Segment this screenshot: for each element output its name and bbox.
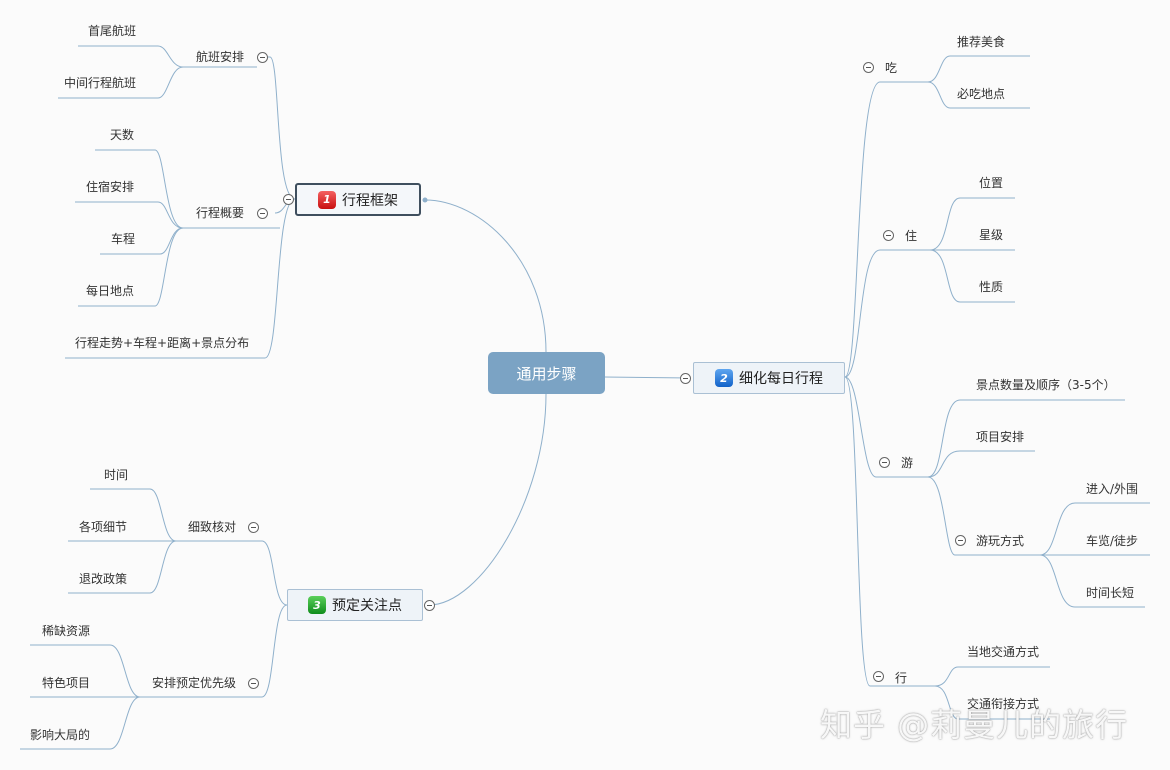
topic-tour[interactable]: 游 (901, 456, 914, 470)
central-topic-label: 通用步骤 (516, 364, 577, 383)
collapse-icon[interactable] (248, 678, 259, 689)
topic-drive-time[interactable]: 车程 (111, 232, 136, 246)
number-3-badge-icon: 3 (308, 596, 326, 614)
topic-itinerary-overview[interactable]: 行程概要 (196, 206, 245, 220)
topic-eat[interactable]: 吃 (885, 61, 898, 75)
collapse-icon[interactable] (424, 600, 435, 611)
branch-label: 细化每日行程 (739, 371, 823, 387)
topic-star-rating[interactable]: 星级 (979, 228, 1004, 242)
topic-attraction-order[interactable]: 景点数量及顺序（3-5个） (976, 378, 1116, 392)
topic-refund-policy[interactable]: 退改政策 (79, 572, 128, 586)
topic-flight-arrangement[interactable]: 航班安排 (196, 50, 245, 64)
collapse-icon[interactable] (257, 208, 268, 219)
collapse-icon[interactable] (257, 52, 268, 63)
central-topic[interactable]: 通用步骤 (488, 352, 605, 394)
topic-accommodation[interactable]: 住宿安排 (86, 180, 135, 194)
topic-property-type[interactable]: 性质 (979, 280, 1004, 294)
topic-transport[interactable]: 行 (895, 671, 908, 685)
topic-featured-items[interactable]: 特色项目 (42, 676, 91, 690)
topic-route-trend[interactable]: 行程走势+车程+距离+景点分布 (75, 336, 250, 350)
branch-itinerary-framework[interactable]: 1 行程框架 (295, 183, 421, 216)
topic-location[interactable]: 位置 (979, 176, 1004, 190)
number-2-badge-icon: 2 (715, 369, 733, 387)
topic-activity-arrangement[interactable]: 项目安排 (976, 430, 1025, 444)
topic-duration[interactable]: 时间长短 (1086, 586, 1135, 600)
topic-daily-locations[interactable]: 每日地点 (86, 284, 135, 298)
collapse-icon[interactable] (248, 522, 259, 533)
topic-details[interactable]: 各项细节 (79, 520, 128, 534)
topic-tour-mode[interactable]: 游玩方式 (976, 534, 1025, 548)
topic-scarce-resources[interactable]: 稀缺资源 (42, 624, 91, 638)
topic-middle-flight[interactable]: 中间行程航班 (64, 76, 137, 90)
watermark: 知乎 @莉曼儿的旅行 (820, 706, 1129, 744)
collapse-icon[interactable] (283, 194, 294, 205)
topic-local-transport[interactable]: 当地交通方式 (967, 645, 1040, 659)
topic-drive-or-hike[interactable]: 车览/徒步 (1086, 534, 1139, 548)
collapse-icon[interactable] (863, 62, 874, 73)
topic-enter-or-outside[interactable]: 进入/外围 (1086, 482, 1139, 496)
branch-daily-itinerary[interactable]: 2 细化每日行程 (693, 362, 845, 394)
branch-label: 预定关注点 (332, 598, 402, 614)
collapse-icon[interactable] (680, 373, 691, 384)
topic-detailed-check[interactable]: 细致核对 (188, 520, 237, 534)
number-1-badge-icon: 1 (318, 190, 336, 209)
collapse-icon[interactable] (883, 230, 894, 241)
topic-must-eat-places[interactable]: 必吃地点 (957, 87, 1006, 101)
branch-booking-focus[interactable]: 3 预定关注点 (287, 589, 423, 621)
collapse-icon[interactable] (955, 535, 966, 546)
collapse-icon[interactable] (879, 457, 890, 468)
topic-days[interactable]: 天数 (110, 128, 135, 142)
topic-transport-connection[interactable]: 交通衔接方式 (967, 697, 1040, 711)
branch-label: 行程框架 (342, 192, 398, 209)
topic-booking-priority[interactable]: 安排预定优先级 (152, 676, 237, 690)
topic-big-picture-impact[interactable]: 影响大局的 (30, 728, 91, 742)
topic-recommended-food[interactable]: 推荐美食 (957, 35, 1006, 49)
collapse-icon[interactable] (873, 671, 884, 682)
topic-first-last-flight[interactable]: 首尾航班 (88, 24, 137, 38)
topic-time[interactable]: 时间 (104, 468, 129, 482)
topic-stay[interactable]: 住 (905, 229, 918, 243)
